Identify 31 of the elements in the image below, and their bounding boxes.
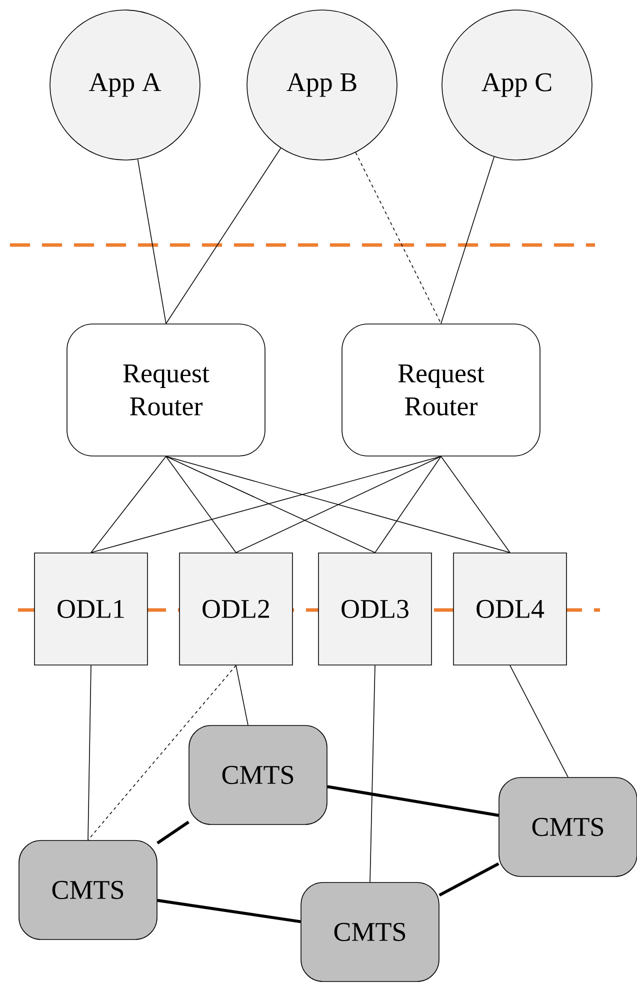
connector-line bbox=[137, 158, 166, 324]
connector-line bbox=[438, 862, 500, 896]
cmts-box: CMTS bbox=[498, 777, 637, 877]
router-box: Request Router bbox=[66, 324, 266, 456]
cmts-box: CMTS bbox=[188, 725, 328, 825]
connector-line bbox=[156, 820, 190, 844]
connector-line bbox=[166, 456, 236, 553]
connector-line bbox=[440, 456, 510, 553]
connector-line bbox=[355, 152, 442, 324]
cmts-box: CMTS bbox=[300, 882, 440, 982]
node-box: ODL4 bbox=[453, 552, 567, 666]
connector-line bbox=[370, 665, 376, 882]
connector-line bbox=[88, 665, 236, 840]
connector-line bbox=[440, 156, 494, 324]
connector-line bbox=[90, 456, 166, 553]
connector-line bbox=[166, 456, 510, 553]
connector-line bbox=[374, 456, 442, 553]
connector-line bbox=[166, 456, 376, 553]
connector-line bbox=[327, 785, 499, 817]
connector-line bbox=[236, 665, 248, 726]
connector-line bbox=[510, 665, 568, 778]
connector-line bbox=[166, 148, 282, 324]
cmts-box: CMTS bbox=[18, 840, 158, 940]
node-box: ODL2 bbox=[179, 552, 293, 666]
connector-line bbox=[88, 665, 92, 840]
node-box: ODL1 bbox=[34, 552, 148, 666]
connector-line bbox=[90, 456, 442, 553]
connector-line bbox=[236, 456, 442, 553]
connector-line bbox=[157, 898, 301, 924]
router-box: Request Router bbox=[342, 324, 540, 456]
node-box: ODL3 bbox=[318, 552, 432, 666]
